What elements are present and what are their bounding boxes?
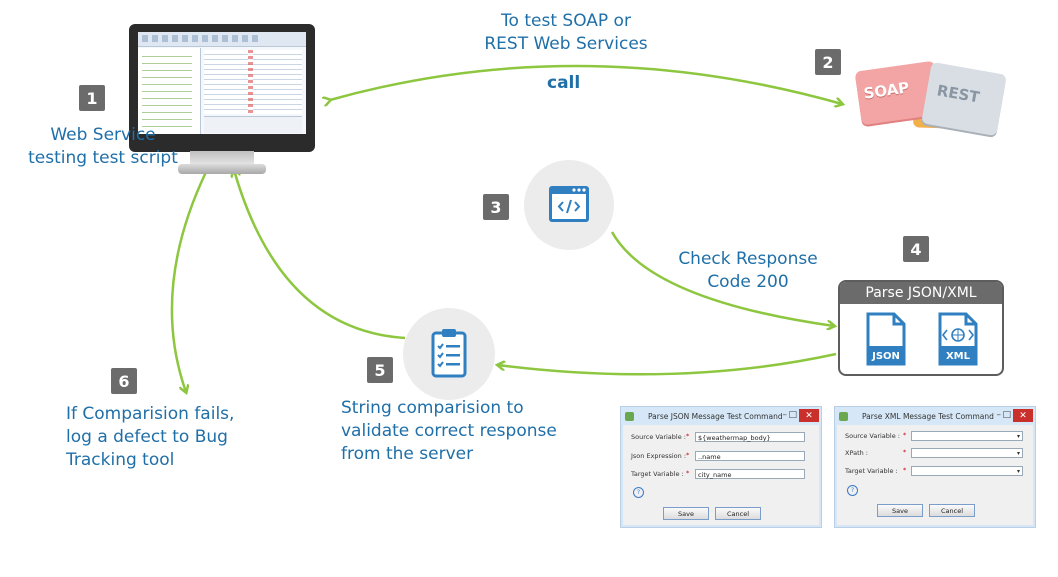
arrow-to-defect xyxy=(170,171,208,392)
required-marker: * xyxy=(686,432,690,440)
xml-source-select[interactable]: ▾ xyxy=(911,431,1023,441)
xml-dialog-titlebar: Parse XML Message Test Command – □ ✕ xyxy=(835,407,1035,425)
clipboard-checklist-icon xyxy=(431,329,467,378)
step-6-line-3: Tracking tool xyxy=(66,450,175,470)
json-save-button[interactable]: Save xyxy=(663,507,709,520)
help-icon[interactable]: ? xyxy=(847,485,858,496)
step-3-circle xyxy=(524,160,614,250)
step-5-line-3: from the server xyxy=(341,444,474,464)
maximize-icon[interactable]: □ xyxy=(1002,410,1011,420)
step-1-line-2: testing test script xyxy=(28,148,178,168)
xml-dialog-title: Parse XML Message Test Command xyxy=(862,411,994,421)
xml-xpath-label: XPath : xyxy=(845,449,868,457)
step-badge-5: 5 xyxy=(367,357,393,383)
required-marker: * xyxy=(686,451,690,459)
json-source-input[interactable]: ${weathermap_body} xyxy=(695,432,805,442)
xml-text: XML xyxy=(946,351,971,362)
app-icon xyxy=(625,411,634,421)
json-dialog-title: Parse JSON Message Test Command xyxy=(648,411,783,421)
step-badge-2: 2 xyxy=(815,49,841,75)
edge-top-line-2: REST Web Services xyxy=(484,34,648,54)
arrow-to-compare xyxy=(498,352,837,376)
help-icon[interactable]: ? xyxy=(633,487,644,498)
edge-check-line-2: Code 200 xyxy=(707,272,789,292)
xml-xpath-select[interactable]: ▾ xyxy=(911,448,1023,458)
monitor-stand xyxy=(190,151,254,165)
rest-text: REST xyxy=(935,81,981,107)
monitor-base xyxy=(178,164,266,174)
close-icon[interactable]: ✕ xyxy=(799,409,819,422)
json-file-icon: JSON xyxy=(866,312,906,366)
required-marker: * xyxy=(686,469,690,477)
parse-json-xml-box: Parse JSON/XML JSON XML xyxy=(838,280,1004,376)
soap-text: SOAP xyxy=(862,78,911,103)
edge-check-line-1: Check Response xyxy=(678,249,818,269)
xml-file-icon: XML xyxy=(938,312,978,366)
edge-call-label: call xyxy=(547,73,581,93)
app-icon xyxy=(839,411,848,421)
arrow-back-to-script xyxy=(234,170,406,340)
required-marker: * xyxy=(903,431,907,439)
step-6-line-1: If Comparision fails, xyxy=(66,404,235,424)
json-cancel-button[interactable]: Cancel xyxy=(715,507,761,520)
monitor-icon xyxy=(129,24,315,152)
step-badge-3: 3 xyxy=(483,194,509,220)
xml-save-button[interactable]: Save xyxy=(877,504,923,517)
step-1-line-1: Web Service xyxy=(50,125,156,145)
step-badge-1: 1 xyxy=(79,85,105,111)
edge-check-label: Check Response Code 200 xyxy=(660,248,836,294)
edge-top-label: To test SOAP or REST Web Services xyxy=(456,10,676,56)
step-5-label: String comparision to validate correct r… xyxy=(341,397,601,466)
step-badge-4: 4 xyxy=(903,236,929,262)
step-5-circle xyxy=(403,308,495,400)
step-6-label: If Comparision fails, log a defect to Bu… xyxy=(66,403,286,472)
json-text: JSON xyxy=(871,351,900,362)
app-screenshot xyxy=(138,32,306,134)
json-dialog-titlebar: Parse JSON Message Test Command – □ ✕ xyxy=(621,407,821,425)
json-expression-label: Json Expression : xyxy=(631,452,687,460)
json-expression-input[interactable]: ..name xyxy=(695,451,805,461)
close-icon[interactable]: ✕ xyxy=(1013,409,1033,422)
arrow-check-response xyxy=(610,231,834,326)
parse-box-title: Parse JSON/XML xyxy=(840,282,1002,304)
required-marker: * xyxy=(903,448,907,456)
step-5-line-2: validate correct response xyxy=(341,421,557,441)
step-5-line-1: String comparision to xyxy=(341,398,524,418)
xml-target-select[interactable]: ▾ xyxy=(911,466,1023,476)
minimize-icon[interactable]: – xyxy=(996,410,1002,420)
rest-bar-icon: REST xyxy=(921,61,1007,137)
edge-top-line-1: To test SOAP or xyxy=(501,11,631,31)
xml-cancel-button[interactable]: Cancel xyxy=(929,504,975,517)
step-1-label: Web Service testing test script xyxy=(18,124,188,170)
json-source-label: Source Variable : xyxy=(631,433,686,441)
step-6-line-2: log a defect to Bug xyxy=(66,427,228,447)
arrow-call xyxy=(330,64,842,104)
code-window-icon xyxy=(549,186,589,222)
parse-xml-dialog: Parse XML Message Test Command – □ ✕ Sou… xyxy=(834,406,1036,528)
json-target-input[interactable]: city_name xyxy=(695,469,805,479)
parse-json-dialog: Parse JSON Message Test Command – □ ✕ So… xyxy=(620,406,822,528)
step-badge-6: 6 xyxy=(111,368,137,394)
minimize-icon[interactable]: – xyxy=(782,410,788,420)
xml-target-label: Target Variable : xyxy=(845,467,898,475)
xml-source-label: Source Variable : xyxy=(845,432,900,440)
required-marker: * xyxy=(903,466,907,474)
json-target-label: Target Variable : xyxy=(631,470,684,478)
maximize-icon[interactable]: □ xyxy=(788,410,797,420)
